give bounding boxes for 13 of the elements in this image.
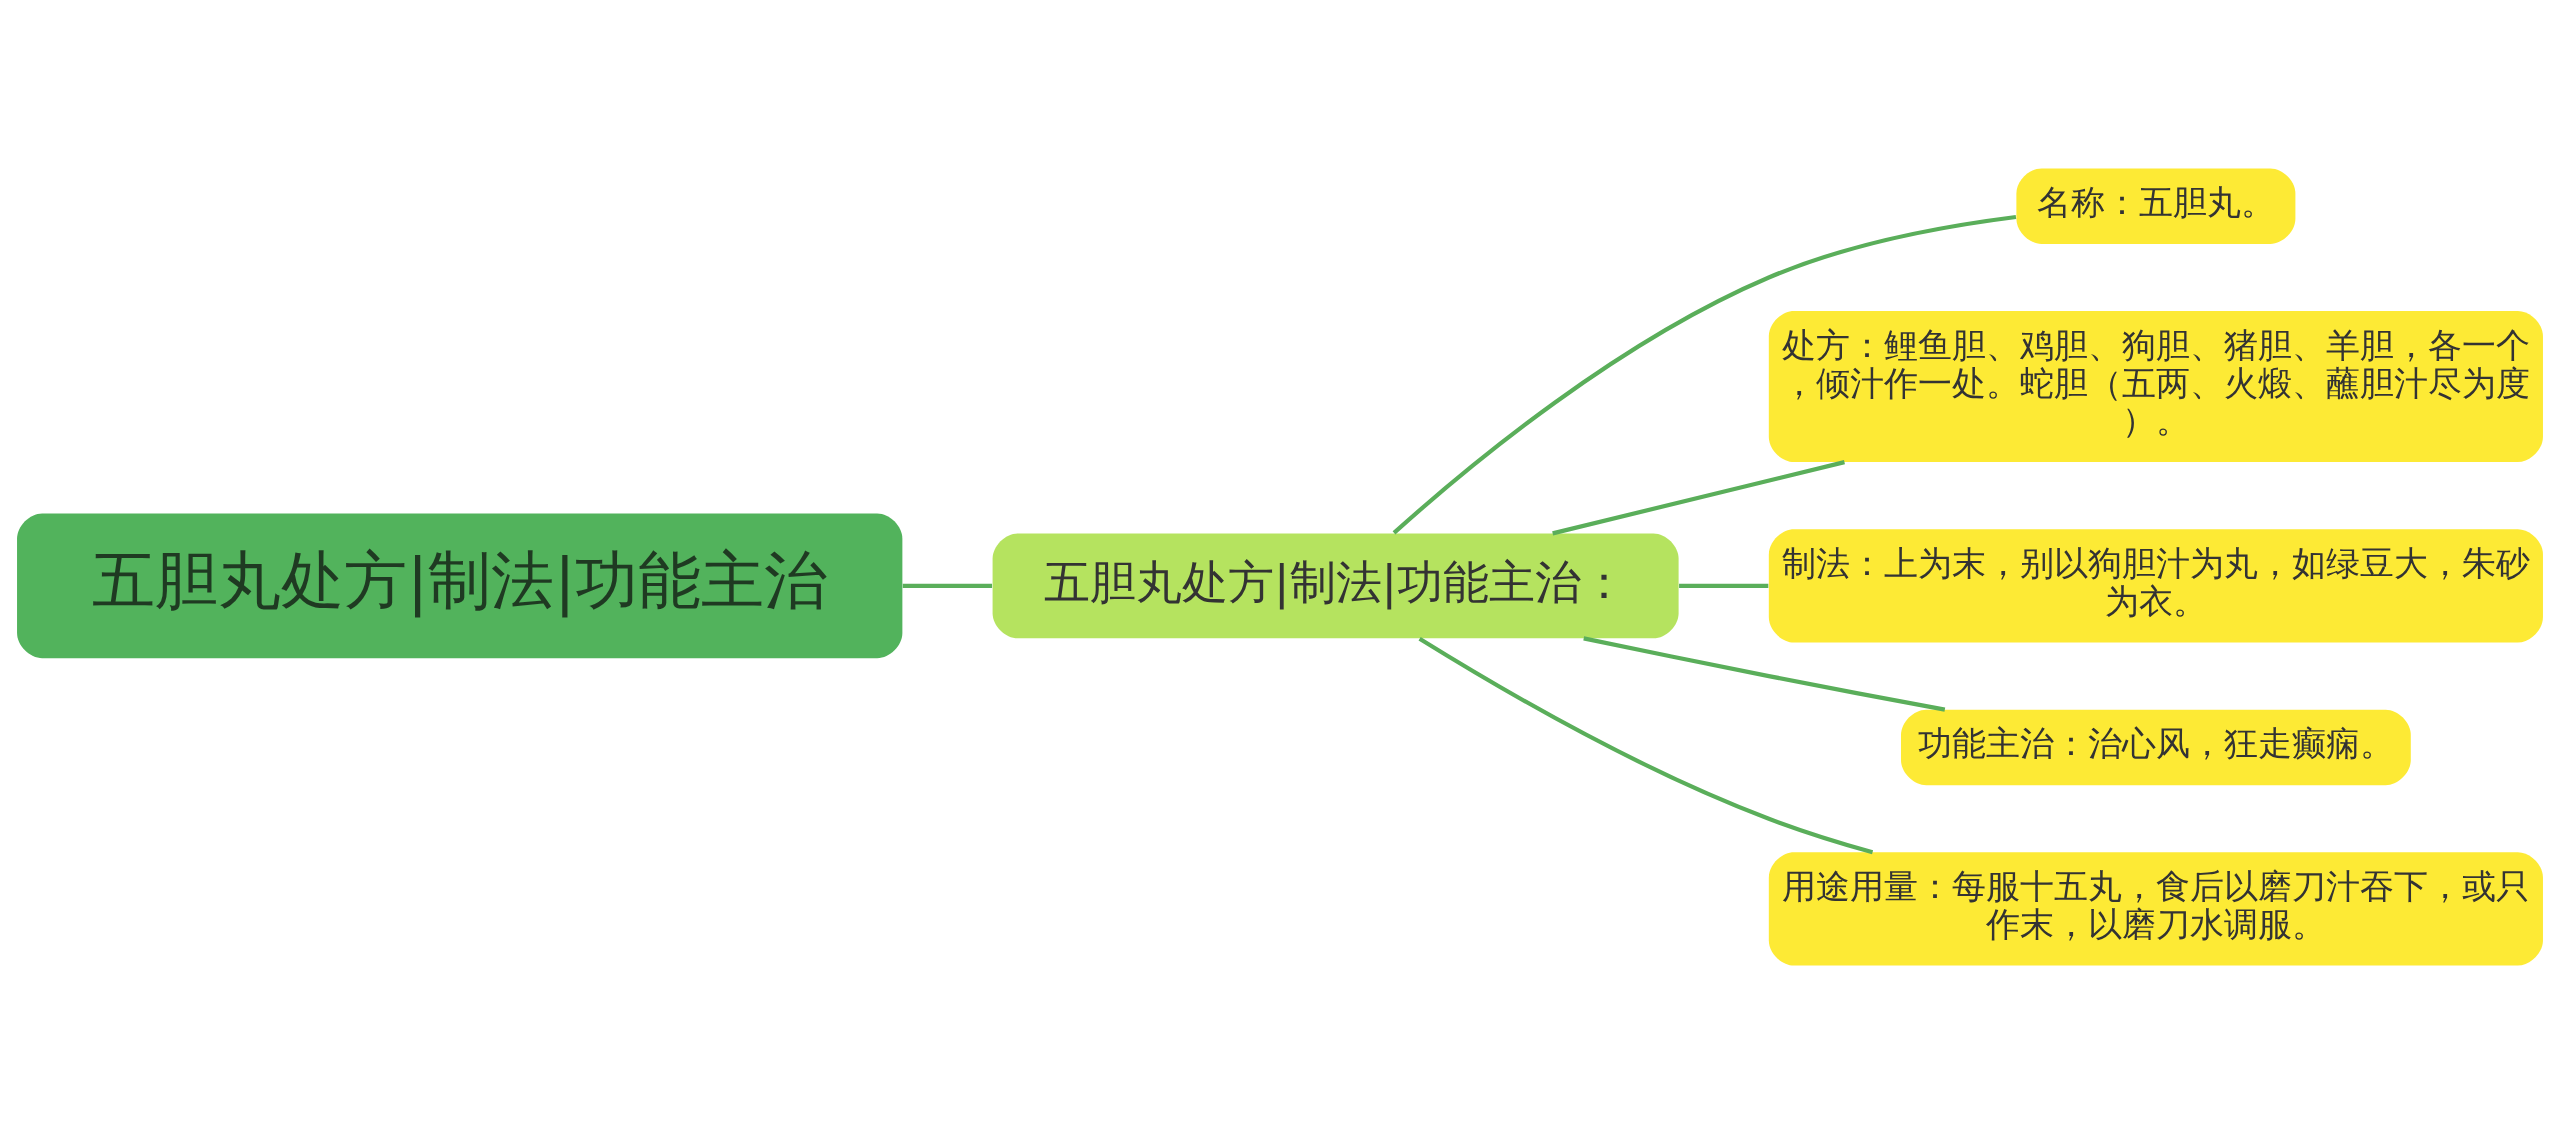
- node-box: 名称：五胆丸。: [2016, 167, 2296, 244]
- connector: [1392, 214, 2017, 534]
- node-box: 功能主治：治心风，狂走癫痫。: [1901, 709, 2411, 785]
- node-box: 五胆丸处方|制法|功能主治：: [992, 532, 1679, 638]
- connector: [1418, 636, 1874, 854]
- connector: [1552, 459, 1845, 535]
- connector: [1679, 583, 1769, 588]
- node-box: 处方：鲤鱼胆、鸡胆、狗胆、猪胆、羊胆，各一个，倾汁作一处。蛇胆（五两、火煅、蘸胆汁尽为度）。: [1768, 310, 2543, 462]
- node-box: 用途用量：每服十五丸，食后以磨刀汁吞下，或只作末，以磨刀水调服。: [1768, 851, 2543, 966]
- node-box: 五胆丸处方|制法|功能主治: [17, 513, 903, 658]
- connector: [902, 583, 993, 588]
- connector: [1583, 635, 1946, 712]
- node-box: 制法：上为末，别以狗胆汁为丸，如绿豆大，朱砂为衣。: [1768, 528, 2543, 643]
